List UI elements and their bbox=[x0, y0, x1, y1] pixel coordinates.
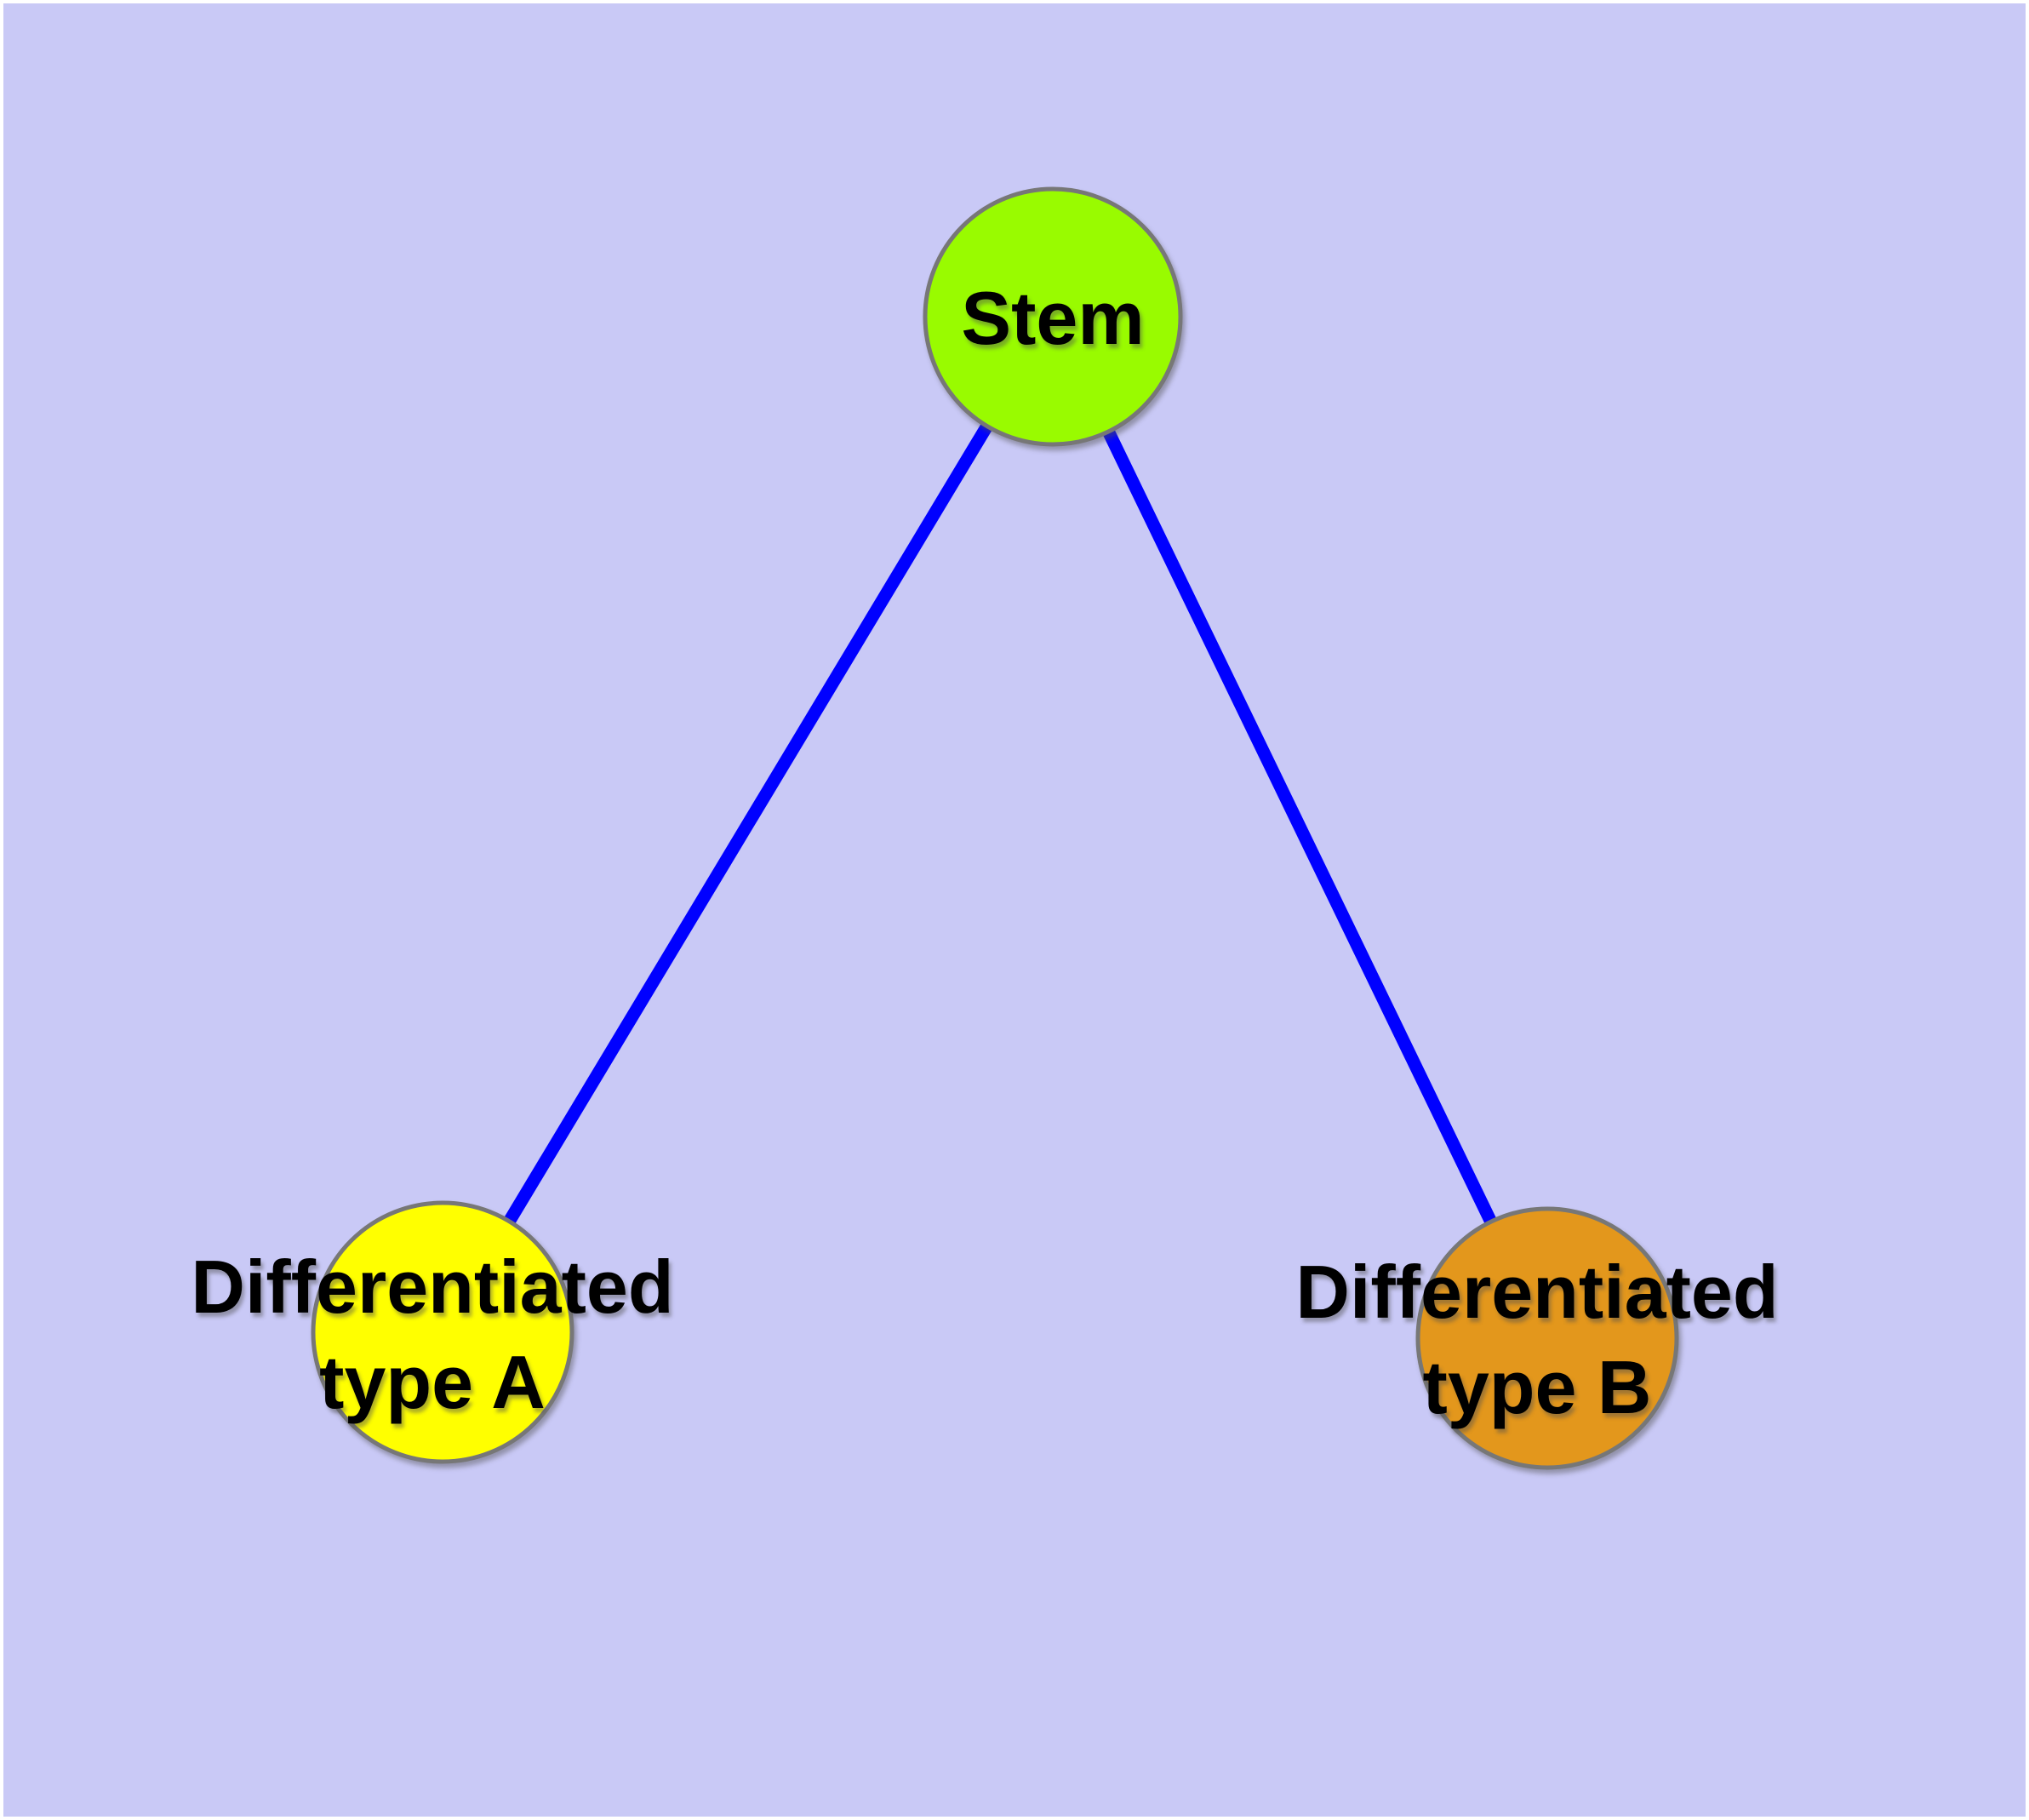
edge-stem-to-type-b bbox=[1047, 313, 1553, 1342]
node-stem bbox=[923, 186, 1183, 447]
edge-stem-to-type-a bbox=[437, 313, 1059, 1336]
node-type-a bbox=[311, 1200, 574, 1464]
node-type-b bbox=[1415, 1206, 1679, 1470]
